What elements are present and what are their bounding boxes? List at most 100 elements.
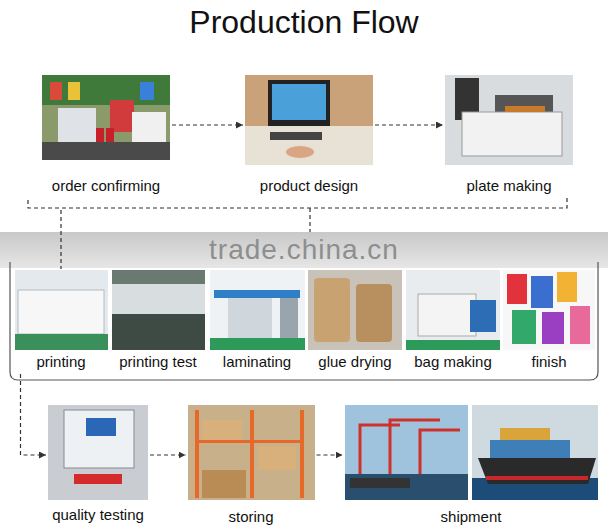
step-caption: bag making bbox=[414, 353, 492, 371]
band-strip bbox=[0, 232, 608, 268]
photo-laminating bbox=[210, 270, 305, 350]
photo-ground bbox=[245, 75, 373, 165]
flow-arrow bbox=[317, 454, 343, 455]
bag bbox=[531, 276, 553, 308]
photo-ground bbox=[503, 270, 595, 350]
photo-plate bbox=[445, 75, 573, 165]
boxes bbox=[202, 470, 246, 498]
process-step: order confirming bbox=[42, 75, 170, 197]
tester-panel bbox=[86, 418, 116, 436]
person bbox=[110, 100, 134, 132]
flow-arrow bbox=[21, 374, 47, 455]
photo-bagmaking bbox=[406, 270, 500, 350]
diagram-title: Production Flow bbox=[0, 3, 608, 41]
process-step: laminating bbox=[210, 270, 305, 373]
desk bbox=[245, 126, 373, 165]
bag bbox=[542, 312, 564, 344]
step-caption: quality testing bbox=[52, 506, 144, 524]
process-step: storing bbox=[188, 405, 315, 527]
rack bbox=[195, 440, 304, 443]
photo-finish bbox=[503, 270, 595, 350]
keyboard bbox=[270, 132, 322, 140]
step-caption: printing bbox=[36, 353, 85, 371]
process-step: plate making bbox=[445, 75, 573, 197]
machine bbox=[228, 298, 272, 338]
sample-bag bbox=[106, 128, 114, 142]
screen bbox=[272, 84, 326, 120]
photo-ground bbox=[406, 270, 500, 350]
machine-panel bbox=[470, 300, 496, 332]
floor bbox=[406, 340, 500, 350]
containers bbox=[490, 440, 570, 458]
step-caption: glue drying bbox=[318, 353, 391, 371]
film-roll bbox=[314, 278, 350, 342]
floor bbox=[210, 338, 305, 350]
photo-drying bbox=[308, 270, 402, 350]
press bbox=[18, 290, 104, 334]
photo-test bbox=[112, 270, 205, 350]
photo-ground bbox=[345, 405, 468, 500]
watermark: trade.china.cn bbox=[0, 234, 608, 266]
ship bbox=[350, 478, 410, 488]
hand bbox=[286, 146, 314, 158]
roller bbox=[112, 284, 205, 314]
flow-arrow bbox=[172, 124, 243, 125]
monitor bbox=[268, 80, 330, 126]
sample-bag bbox=[96, 128, 104, 142]
machine bbox=[112, 314, 205, 350]
bag bbox=[507, 274, 527, 304]
machine-part bbox=[495, 95, 553, 113]
bracket-line bbox=[28, 200, 310, 232]
process-step: bag making bbox=[406, 270, 500, 373]
photo-ground bbox=[445, 75, 573, 165]
process-step: product design bbox=[245, 75, 373, 197]
photo-ground bbox=[308, 270, 402, 350]
sample bbox=[74, 474, 122, 484]
process-step: printing bbox=[15, 270, 108, 373]
rack bbox=[300, 410, 304, 498]
photo-vessel bbox=[472, 405, 598, 500]
rack bbox=[250, 410, 254, 498]
photo-ground bbox=[188, 405, 315, 500]
photo-ground bbox=[42, 75, 170, 160]
cylinder bbox=[505, 106, 545, 112]
machine bbox=[280, 298, 298, 338]
frame bbox=[214, 290, 300, 298]
product bbox=[68, 82, 80, 100]
containers bbox=[500, 428, 550, 440]
photo-order bbox=[42, 75, 170, 160]
hull bbox=[478, 458, 596, 484]
film-roll bbox=[356, 284, 392, 342]
band-outline bbox=[10, 262, 598, 380]
photo-design bbox=[245, 75, 373, 165]
step-caption: product design bbox=[260, 177, 358, 195]
table bbox=[42, 142, 170, 160]
step-caption: finish bbox=[531, 353, 566, 371]
floor bbox=[15, 334, 108, 350]
step-caption: shipment bbox=[441, 508, 502, 526]
photo-ground bbox=[48, 405, 148, 500]
photo-storing bbox=[188, 405, 315, 500]
photo-ground bbox=[15, 270, 108, 350]
flow-arrow bbox=[150, 454, 186, 455]
photo-printing bbox=[15, 270, 108, 350]
rack bbox=[195, 410, 199, 498]
process-step: quality testing bbox=[48, 405, 148, 526]
boxes bbox=[258, 446, 296, 470]
flow-arrow bbox=[375, 124, 443, 125]
step-caption: order confirming bbox=[52, 177, 160, 195]
photo-quality bbox=[48, 405, 148, 500]
process-step: shipment bbox=[345, 405, 598, 527]
process-step: glue drying bbox=[308, 270, 402, 373]
bag bbox=[557, 272, 577, 302]
machine bbox=[462, 112, 562, 156]
bag bbox=[512, 310, 536, 344]
process-step: printing test bbox=[112, 270, 205, 373]
photo-ground bbox=[472, 405, 598, 500]
step-caption: laminating bbox=[223, 353, 291, 371]
step-caption: plate making bbox=[466, 177, 551, 195]
machine bbox=[418, 294, 476, 336]
bag bbox=[570, 306, 590, 344]
tester bbox=[64, 410, 134, 468]
photo-ground bbox=[112, 270, 205, 350]
